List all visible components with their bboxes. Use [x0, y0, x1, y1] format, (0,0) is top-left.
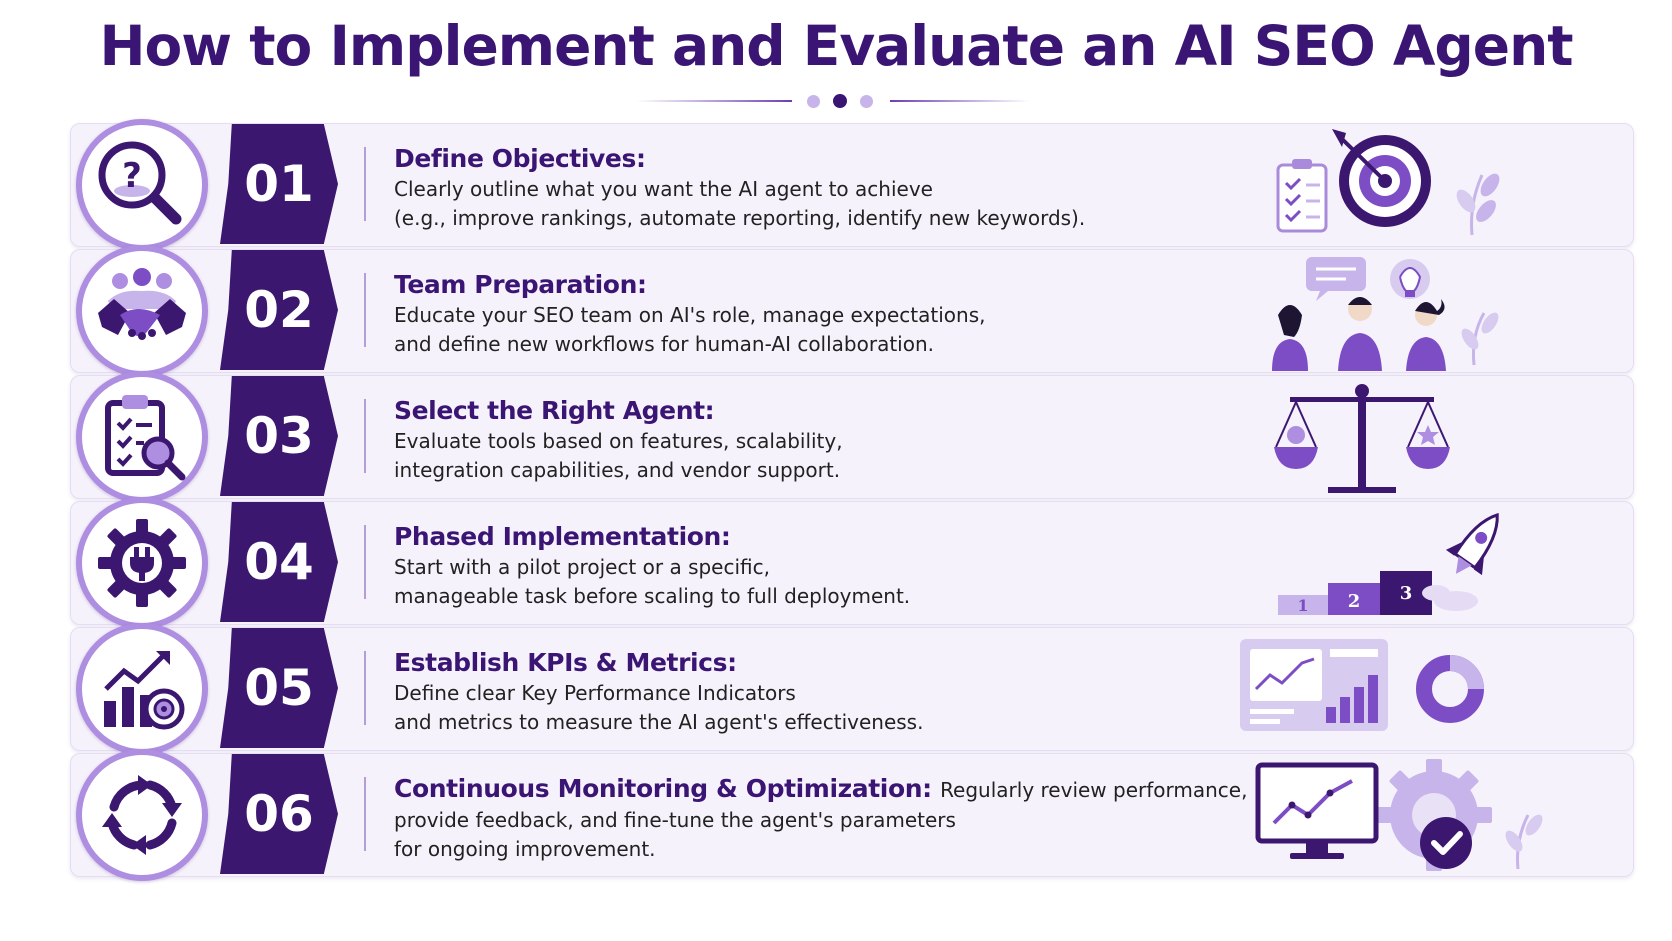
step-description-line: Define clear Key Performance Indicators — [394, 681, 796, 705]
step-description-line: manageable task before scaling to full d… — [394, 584, 911, 608]
step-description-line: and metrics to measure the AI agent's ef… — [394, 710, 924, 734]
step-divider — [364, 777, 366, 851]
gear-plug-icon — [98, 519, 186, 607]
step-text: Define Objectives: Clearly outline what … — [394, 143, 1294, 233]
step-text: Select the Right Agent: Evaluate tools b… — [394, 395, 1294, 485]
decoration-dot — [860, 95, 873, 108]
step-label-3: 3 — [1400, 583, 1413, 604]
step-title: Select the Right Agent: — [394, 396, 715, 425]
step-description-line: Start with a pilot project or a specific… — [394, 555, 770, 579]
step-card-03: 03 Select the Right Agent: Evaluate tool… — [70, 371, 1634, 503]
step-inline-description: Regularly review performance, — [940, 778, 1248, 802]
step-description-line: provide feedback, and fine-tune the agen… — [394, 808, 956, 832]
title-decoration — [0, 90, 1672, 112]
step-label-1: 1 — [1297, 596, 1308, 615]
step-card-02: 02 Team Preparation: Educate your SEO te… — [70, 245, 1634, 377]
step-number: 02 — [244, 281, 314, 339]
step-description-line: and define new workflows for human-AI co… — [394, 332, 934, 356]
step-icon-ring — [76, 623, 208, 755]
step-description-line: integration capabilities, and vendor sup… — [394, 458, 841, 482]
step-description-line: Clearly outline what you want the AI age… — [394, 177, 933, 201]
step-number: 01 — [244, 155, 314, 213]
handshake-team-icon — [98, 268, 186, 340]
step-number: 04 — [244, 533, 314, 591]
step-card-05: 05 Establish KPIs & Metrics: Define clea… — [70, 623, 1634, 755]
decoration-dot — [807, 95, 820, 108]
decoration-line-right — [890, 100, 1030, 102]
step-description-line: Evaluate tools based on features, scalab… — [394, 429, 843, 453]
team-discussion-illustration — [1272, 257, 1499, 371]
step-title: Phased Implementation: — [394, 522, 731, 551]
page-title: How to Implement and Evaluate an AI SEO … — [99, 14, 1573, 78]
step-card-01: ? 01 Define Objectives: Clearly outline … — [70, 119, 1634, 251]
rocket-steps-illustration: 1 2 3 — [1278, 512, 1499, 615]
step-number-badge: 03 — [220, 376, 338, 496]
step-icon-ring: ? — [76, 119, 208, 251]
step-number: 03 — [244, 407, 314, 465]
magnifier-question-icon: ? — [98, 141, 182, 225]
step-icon-ring — [76, 749, 208, 881]
chart-target-icon — [104, 651, 185, 730]
step-number-badge: 01 — [220, 124, 338, 244]
step-number-badge: 02 — [220, 250, 338, 370]
decoration-line-left — [636, 100, 792, 102]
step-text: Establish KPIs & Metrics: Define clear K… — [394, 647, 1294, 737]
step-number: 05 — [244, 659, 314, 717]
balance-scale-illustration — [1274, 384, 1450, 493]
svg-text:?: ? — [122, 156, 142, 196]
step-description-line: Educate your SEO team on AI's role, mana… — [394, 303, 986, 327]
step-divider — [364, 147, 366, 221]
target-checklist-illustration — [1276, 129, 1500, 236]
step-icon-ring — [76, 497, 208, 629]
step-title: Define Objectives: — [394, 144, 646, 173]
cycle-arrows-icon — [102, 775, 182, 855]
step-title: Team Preparation: — [394, 270, 647, 299]
step-description-line: (e.g., improve rankings, automate report… — [394, 206, 1086, 230]
step-number-badge: 05 — [220, 628, 338, 748]
step-text: Team Preparation: Educate your SEO team … — [394, 269, 1294, 359]
step-title: Continuous Monitoring & Optimization: Re… — [394, 773, 1394, 806]
step-card-04: 04 Phased Implementation: Start with a p… — [70, 497, 1634, 629]
step-text: Continuous Monitoring & Optimization: Re… — [394, 773, 1394, 864]
dashboard-donut-illustration — [1240, 639, 1484, 731]
step-card-06: 06 Continuous Monitoring & Optimization:… — [70, 749, 1634, 881]
step-divider — [364, 525, 366, 599]
step-divider — [364, 651, 366, 725]
step-description-line: for ongoing improvement. — [394, 837, 656, 861]
step-icon-ring — [76, 245, 208, 377]
step-number-badge: 06 — [220, 754, 338, 874]
step-title: Establish KPIs & Metrics: — [394, 648, 737, 677]
decoration-dot-active — [833, 94, 847, 108]
step-text: Phased Implementation: Start with a pilo… — [394, 521, 1294, 611]
step-label-2: 2 — [1348, 591, 1361, 612]
clipboard-magnifier-icon — [105, 395, 186, 481]
monitor-gear-check-illustration — [1255, 759, 1543, 871]
step-number-badge: 04 — [220, 502, 338, 622]
step-number: 06 — [244, 785, 314, 843]
step-divider — [364, 273, 366, 347]
step-divider — [364, 399, 366, 473]
step-title-text: Continuous Monitoring & Optimization: — [394, 774, 932, 803]
step-icon-ring — [76, 371, 208, 503]
